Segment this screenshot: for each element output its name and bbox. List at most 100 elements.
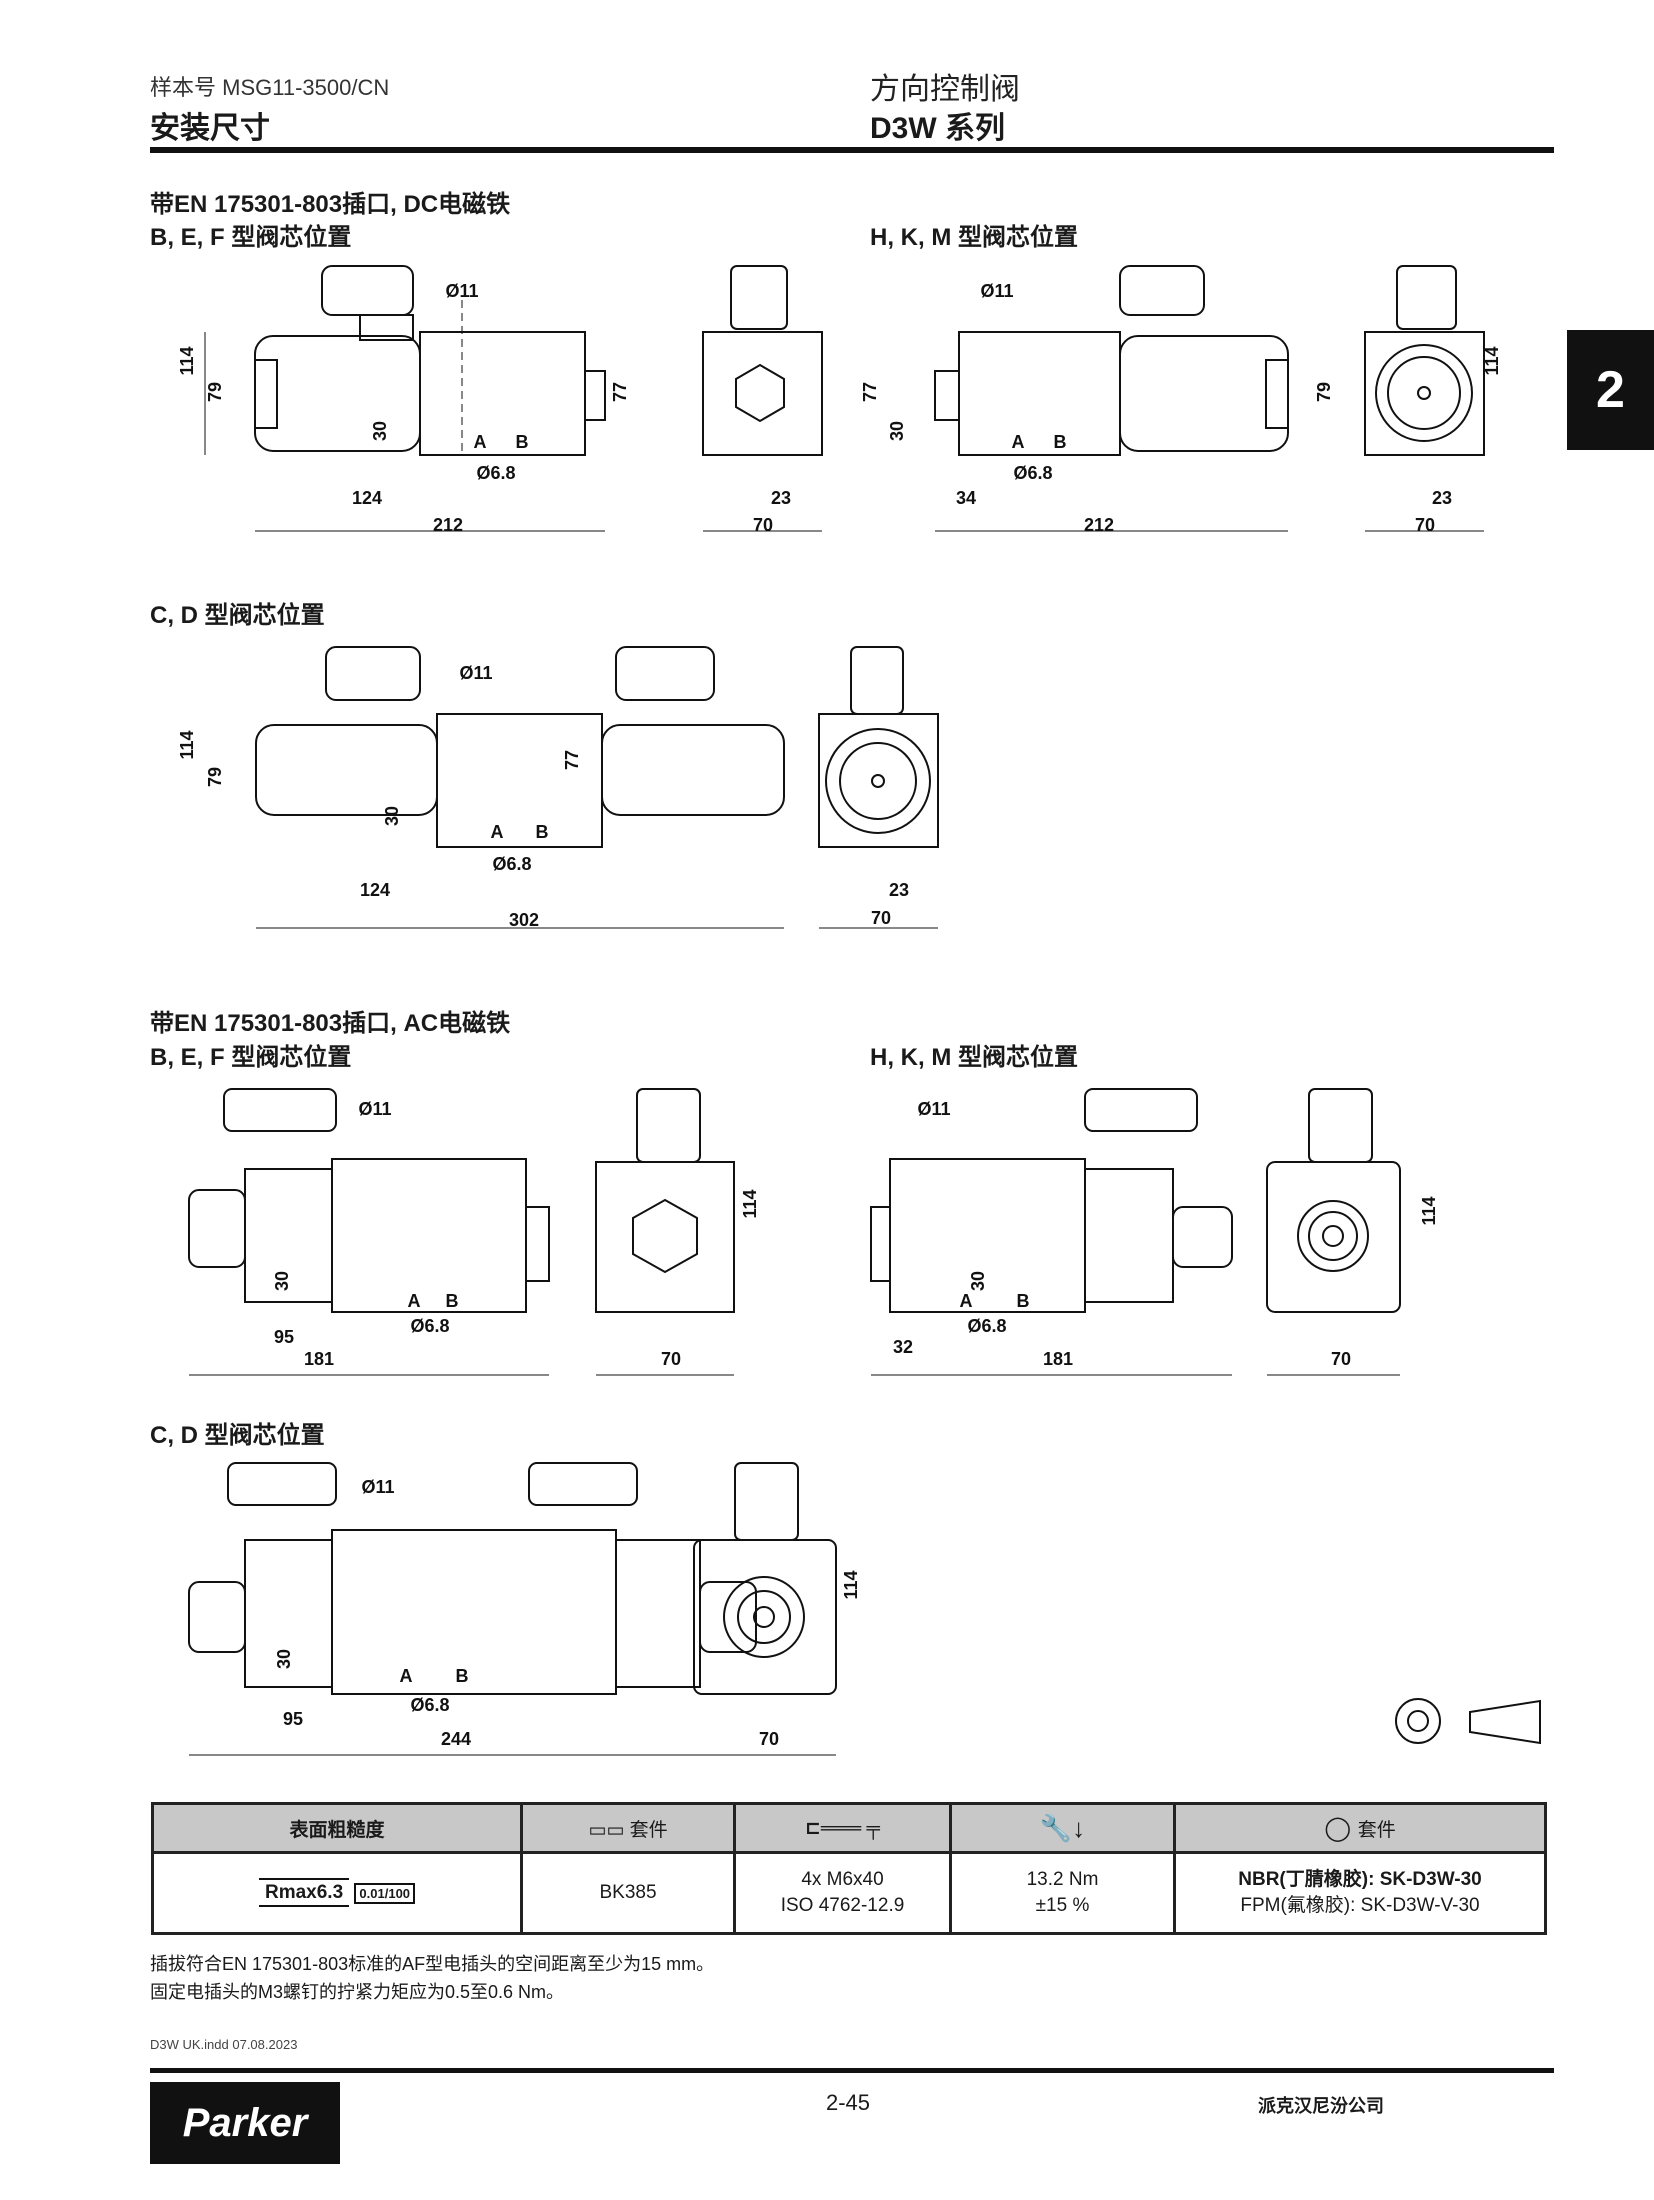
dimension-label: 95 <box>283 1709 303 1729</box>
dimension-label: 34 <box>956 488 976 508</box>
dc-title: 带EN 175301-803插口, DC电磁铁 <box>150 191 511 218</box>
dimension-label: A <box>1012 432 1025 452</box>
header-oring-kit: ◯ 套件 <box>1173 1802 1547 1854</box>
dimension-label: 95 <box>274 1327 294 1347</box>
ac-cd-title: C, D 型阀芯位置 <box>150 1422 325 1449</box>
dimension-label: 114 <box>1482 346 1502 375</box>
specification-table: 表面粗糙度 ▭▭ 套件 ⊏═══ ╤ 🔧↓ ◯ 套件 Rmax6.3 0.01/… <box>151 1802 1547 1935</box>
oring-symbol <box>1395 1698 1541 1745</box>
section-title: 安装尺寸 <box>150 112 270 145</box>
dimension-label: 181 <box>1043 1349 1073 1369</box>
seal-kit-icon: ▭▭ <box>588 1819 630 1841</box>
dimension-label: Ø11 <box>459 663 492 683</box>
header-seal-kit: ▭▭ 套件 <box>520 1802 736 1854</box>
dc-cd-title: C, D 型阀芯位置 <box>150 602 325 629</box>
dimension-label: 77 <box>860 382 880 402</box>
series-title: D3W 系列 <box>870 112 1005 145</box>
header-bolt-icon: ⊏═══ ╤ <box>733 1802 952 1854</box>
drawing-dc-cd-side <box>255 646 785 929</box>
dimension-label: Ø11 <box>980 281 1013 301</box>
dimension-label: 30 <box>968 1271 988 1291</box>
drawing-ac-bef-side <box>188 1088 550 1376</box>
dimension-label: 23 <box>771 488 791 508</box>
dimension-label: 30 <box>887 421 907 441</box>
file-info: D3W UK.indd 07.08.2023 <box>150 2037 298 2052</box>
dimension-label: B <box>1054 432 1067 452</box>
seal-kit-value: BK385 <box>520 1851 736 1935</box>
dimension-label: B <box>516 432 529 452</box>
dimension-label: 181 <box>304 1349 334 1369</box>
dimension-label: B <box>1017 1291 1030 1311</box>
drawing-dc-bef-side <box>204 265 606 532</box>
dimension-label: 30 <box>370 421 390 441</box>
drawing-dc-hkm-side <box>934 265 1289 532</box>
dimension-label: 70 <box>759 1729 779 1749</box>
dimension-label: B <box>536 822 549 842</box>
dimension-label: Ø6.8 <box>1013 463 1052 483</box>
dimension-label: 70 <box>753 515 773 535</box>
dimension-label: 114 <box>740 1189 760 1218</box>
dimension-label: 114 <box>1419 1196 1439 1225</box>
parker-logo: Parker <box>150 2082 340 2164</box>
dimension-label: 212 <box>433 515 463 535</box>
drawing-ac-bef-end <box>595 1088 735 1376</box>
dimension-label: Ø11 <box>445 281 478 301</box>
roughness-symbol: Rmax6.3 0.01/100 <box>151 1851 523 1935</box>
dimension-label: Ø11 <box>358 1099 391 1119</box>
oring-icon: ◯ <box>1324 1814 1358 1842</box>
dimension-label: 79 <box>1314 382 1334 402</box>
dimension-label: 79 <box>205 382 225 402</box>
dimension-label: 212 <box>1084 515 1114 535</box>
dimension-label: 70 <box>661 1349 681 1369</box>
drawing-ac-hkm-end <box>1266 1088 1401 1376</box>
drawing-dc-cd-end <box>818 646 939 929</box>
dimension-label: Ø6.8 <box>967 1316 1006 1336</box>
dimension-label: A <box>960 1291 973 1311</box>
ac-hkm-title: H, K, M 型阀芯位置 <box>870 1044 1078 1071</box>
dimension-label: 124 <box>360 880 390 900</box>
dimension-label: 77 <box>610 382 630 402</box>
dimension-label: Ø6.8 <box>410 1316 449 1336</box>
dimension-label: A <box>408 1291 421 1311</box>
catalog-number: 样本号 MSG11-3500/CN <box>150 75 390 100</box>
dimension-label: 114 <box>177 730 197 759</box>
dimension-label: Ø11 <box>917 1099 950 1119</box>
dimension-label: 114 <box>177 346 197 375</box>
dimension-label: A <box>491 822 504 842</box>
dimension-label: B <box>456 1666 469 1686</box>
dimension-label: A <box>400 1666 413 1686</box>
bolt-icon: ⊏═══ ╤ <box>804 1817 881 1839</box>
header-rule <box>150 147 1554 153</box>
dimension-label: 124 <box>352 488 382 508</box>
dimension-label: 70 <box>1415 515 1435 535</box>
dimension-label: 302 <box>509 910 539 930</box>
dimension-label: A <box>474 432 487 452</box>
product-title: 方向控制阀 <box>870 73 1020 106</box>
dimension-label: B <box>446 1291 459 1311</box>
dimension-label: 244 <box>441 1729 471 1749</box>
footer-rule <box>150 2068 1554 2073</box>
dc-bef-title: B, E, F 型阀芯位置 <box>150 224 352 251</box>
dimension-label: Ø6.8 <box>410 1695 449 1715</box>
drawing-dc-bef-end <box>702 265 823 532</box>
dimension-label: 77 <box>562 750 582 770</box>
drawing-ac-hkm-side <box>870 1088 1233 1376</box>
dimension-label: 23 <box>1432 488 1452 508</box>
dimension-label: 30 <box>272 1271 292 1291</box>
header-roughness: 表面粗糙度 <box>151 1802 523 1854</box>
dimension-label: 114 <box>841 1570 861 1599</box>
drawing-ac-cd-side <box>188 1462 757 1756</box>
dimension-label: 70 <box>1331 1349 1351 1369</box>
dc-hkm-title: H, K, M 型阀芯位置 <box>870 224 1078 251</box>
dimension-label: 79 <box>205 767 225 787</box>
dimension-label: Ø6.8 <box>492 854 531 874</box>
dimension-label: Ø11 <box>361 1477 394 1497</box>
note-1: 插拔符合EN 175301-803标准的AF型电插头的空间距离至少为15 mm。 <box>150 1954 715 1974</box>
header-torque-icon: 🔧↓ <box>949 1802 1176 1854</box>
wrench-icon: 🔧↓ <box>1039 1812 1086 1843</box>
chapter-tab: 2 <box>1567 330 1654 450</box>
